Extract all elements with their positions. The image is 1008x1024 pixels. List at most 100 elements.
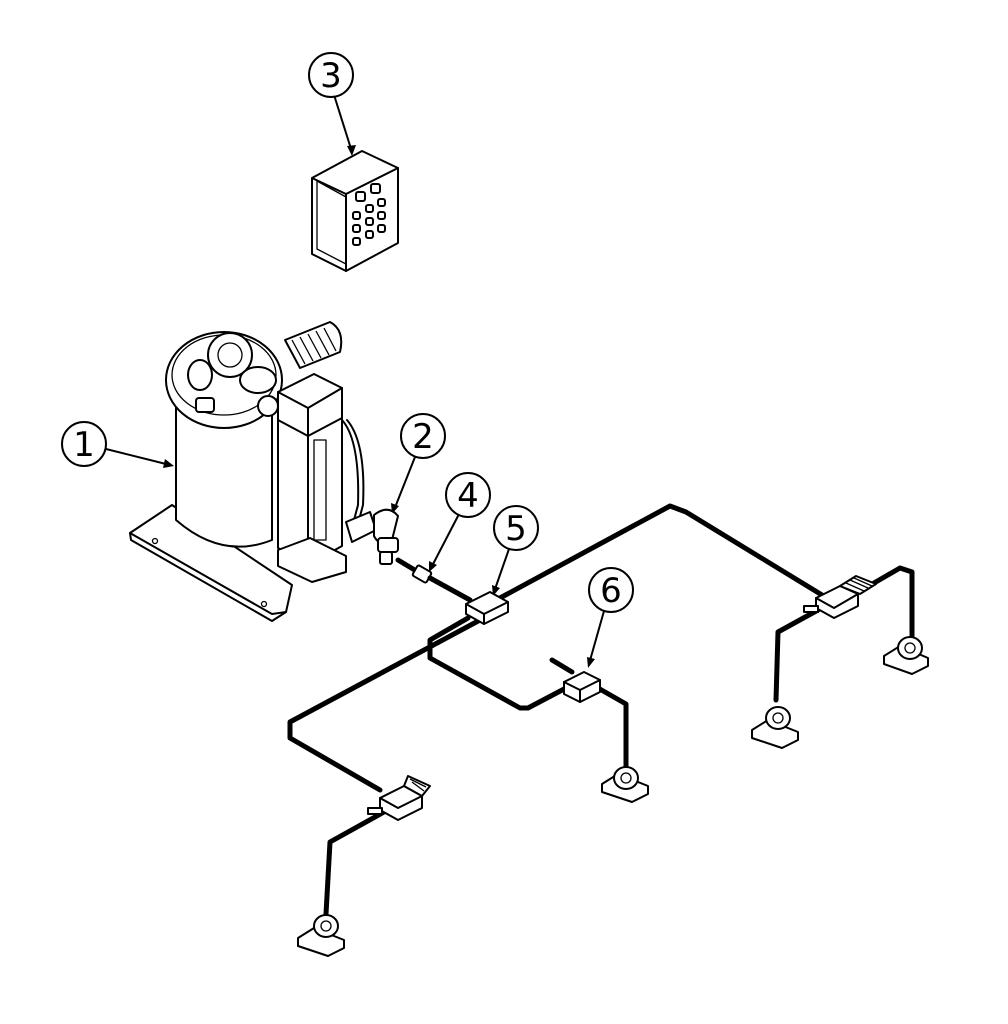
callout-3: 3 xyxy=(308,52,356,156)
callout-4: 4 xyxy=(429,472,491,572)
bearing-housing xyxy=(765,706,791,730)
reservoir-tank xyxy=(175,397,273,548)
main-line xyxy=(427,575,473,603)
button-icon xyxy=(352,211,361,220)
button-icon xyxy=(377,211,386,220)
callout-4-leader xyxy=(430,515,459,569)
bearing-left xyxy=(297,914,345,957)
fitting xyxy=(195,397,215,413)
callout-5-circle xyxy=(493,505,539,551)
button-icon xyxy=(352,224,361,233)
outlet-fitting-assembly xyxy=(345,508,399,565)
button-icon xyxy=(355,191,366,202)
button-icon xyxy=(370,183,381,194)
coupling xyxy=(379,551,393,565)
branch-line-middle-end xyxy=(595,685,629,769)
button-icon xyxy=(365,217,374,226)
distributor-body xyxy=(465,591,509,625)
callout-4-circle xyxy=(445,472,491,518)
branch-line-middle-stub xyxy=(549,657,575,675)
callout-3-leader xyxy=(334,97,353,153)
left-divider-block xyxy=(367,775,431,821)
branch-line-right xyxy=(497,503,825,601)
callout-1-label: 1 xyxy=(73,425,95,465)
callout-1-circle xyxy=(61,421,107,467)
main-distributor-block xyxy=(465,591,509,625)
control-box xyxy=(311,150,399,272)
bearing-bore xyxy=(620,772,632,784)
column-foot xyxy=(277,537,347,583)
terminal-column xyxy=(277,373,343,566)
power-cable xyxy=(341,419,360,521)
pump-element xyxy=(239,366,277,394)
mount-hole xyxy=(151,537,159,545)
pump-element xyxy=(187,359,213,391)
callout-5-leader xyxy=(493,548,510,593)
divider-fins xyxy=(839,575,877,595)
branch-line-left xyxy=(287,617,483,793)
branch-line-left-end xyxy=(323,809,387,917)
control-box-buttons xyxy=(352,183,386,246)
power-cable xyxy=(346,419,365,521)
pump-base-plate xyxy=(129,504,293,615)
terminal-column-slot xyxy=(313,439,327,541)
button-icon xyxy=(352,237,361,246)
pump-unit xyxy=(129,321,365,622)
callout-6-leader xyxy=(588,610,605,665)
callout-4-label: 4 xyxy=(457,476,479,516)
callout-1: 1 xyxy=(61,421,174,468)
secondary-distributor-block xyxy=(563,671,601,703)
lubrication-lines xyxy=(287,503,915,917)
branch-line-right-lower xyxy=(773,607,821,703)
callout-3-arrow xyxy=(347,145,356,156)
callout-6: 6 xyxy=(587,567,634,668)
fin-lines xyxy=(845,577,873,592)
callout-6-circle xyxy=(588,567,634,613)
branch-line-right-end xyxy=(852,565,915,653)
bearing-housing xyxy=(613,766,639,790)
callout-2-label: 2 xyxy=(412,417,434,457)
divider-edge xyxy=(379,795,423,809)
filter-fitting xyxy=(395,557,433,584)
callout-1-arrow xyxy=(163,459,174,468)
coupling xyxy=(377,537,399,553)
callout-4-arrow xyxy=(429,561,437,572)
branch-line-middle xyxy=(427,615,569,711)
outlet-block xyxy=(345,511,377,543)
callout-5: 5 xyxy=(492,505,539,596)
button-icon xyxy=(365,230,374,239)
divider-edge xyxy=(815,593,859,609)
callout-6-arrow xyxy=(587,657,595,668)
button-icon xyxy=(377,224,386,233)
callout-2-leader xyxy=(393,456,416,511)
terminal-column-band xyxy=(277,417,343,437)
divider-outlet xyxy=(367,807,383,815)
right-divider-block xyxy=(803,575,877,619)
bearing-middle xyxy=(601,766,649,803)
divider-outlet xyxy=(803,605,819,613)
motor-housing xyxy=(207,332,253,378)
callout-2-circle xyxy=(400,413,446,459)
bearing-housing xyxy=(897,636,923,660)
bearing-right-top xyxy=(883,636,929,675)
callout-3-label: 3 xyxy=(320,56,342,96)
control-box-side-panel xyxy=(316,180,347,265)
bearing-bore xyxy=(904,642,916,654)
button-icon xyxy=(377,198,386,207)
bearing-bore xyxy=(772,712,784,724)
button-icon xyxy=(365,204,374,213)
callout-5-label: 5 xyxy=(505,509,527,549)
callout-3-circle xyxy=(308,52,354,98)
bearing-bore xyxy=(320,920,332,932)
hose-ribs xyxy=(291,327,337,365)
mount-hole xyxy=(260,600,268,608)
distributor-body xyxy=(563,671,601,703)
pump-base-edge xyxy=(129,532,287,622)
fin-lines xyxy=(409,778,427,792)
callout-6-label: 6 xyxy=(600,571,622,611)
bearing-housing xyxy=(313,914,339,938)
bearing-right-bottom xyxy=(751,706,799,749)
pressure-gauge xyxy=(257,395,279,417)
motor-cap xyxy=(217,342,243,368)
